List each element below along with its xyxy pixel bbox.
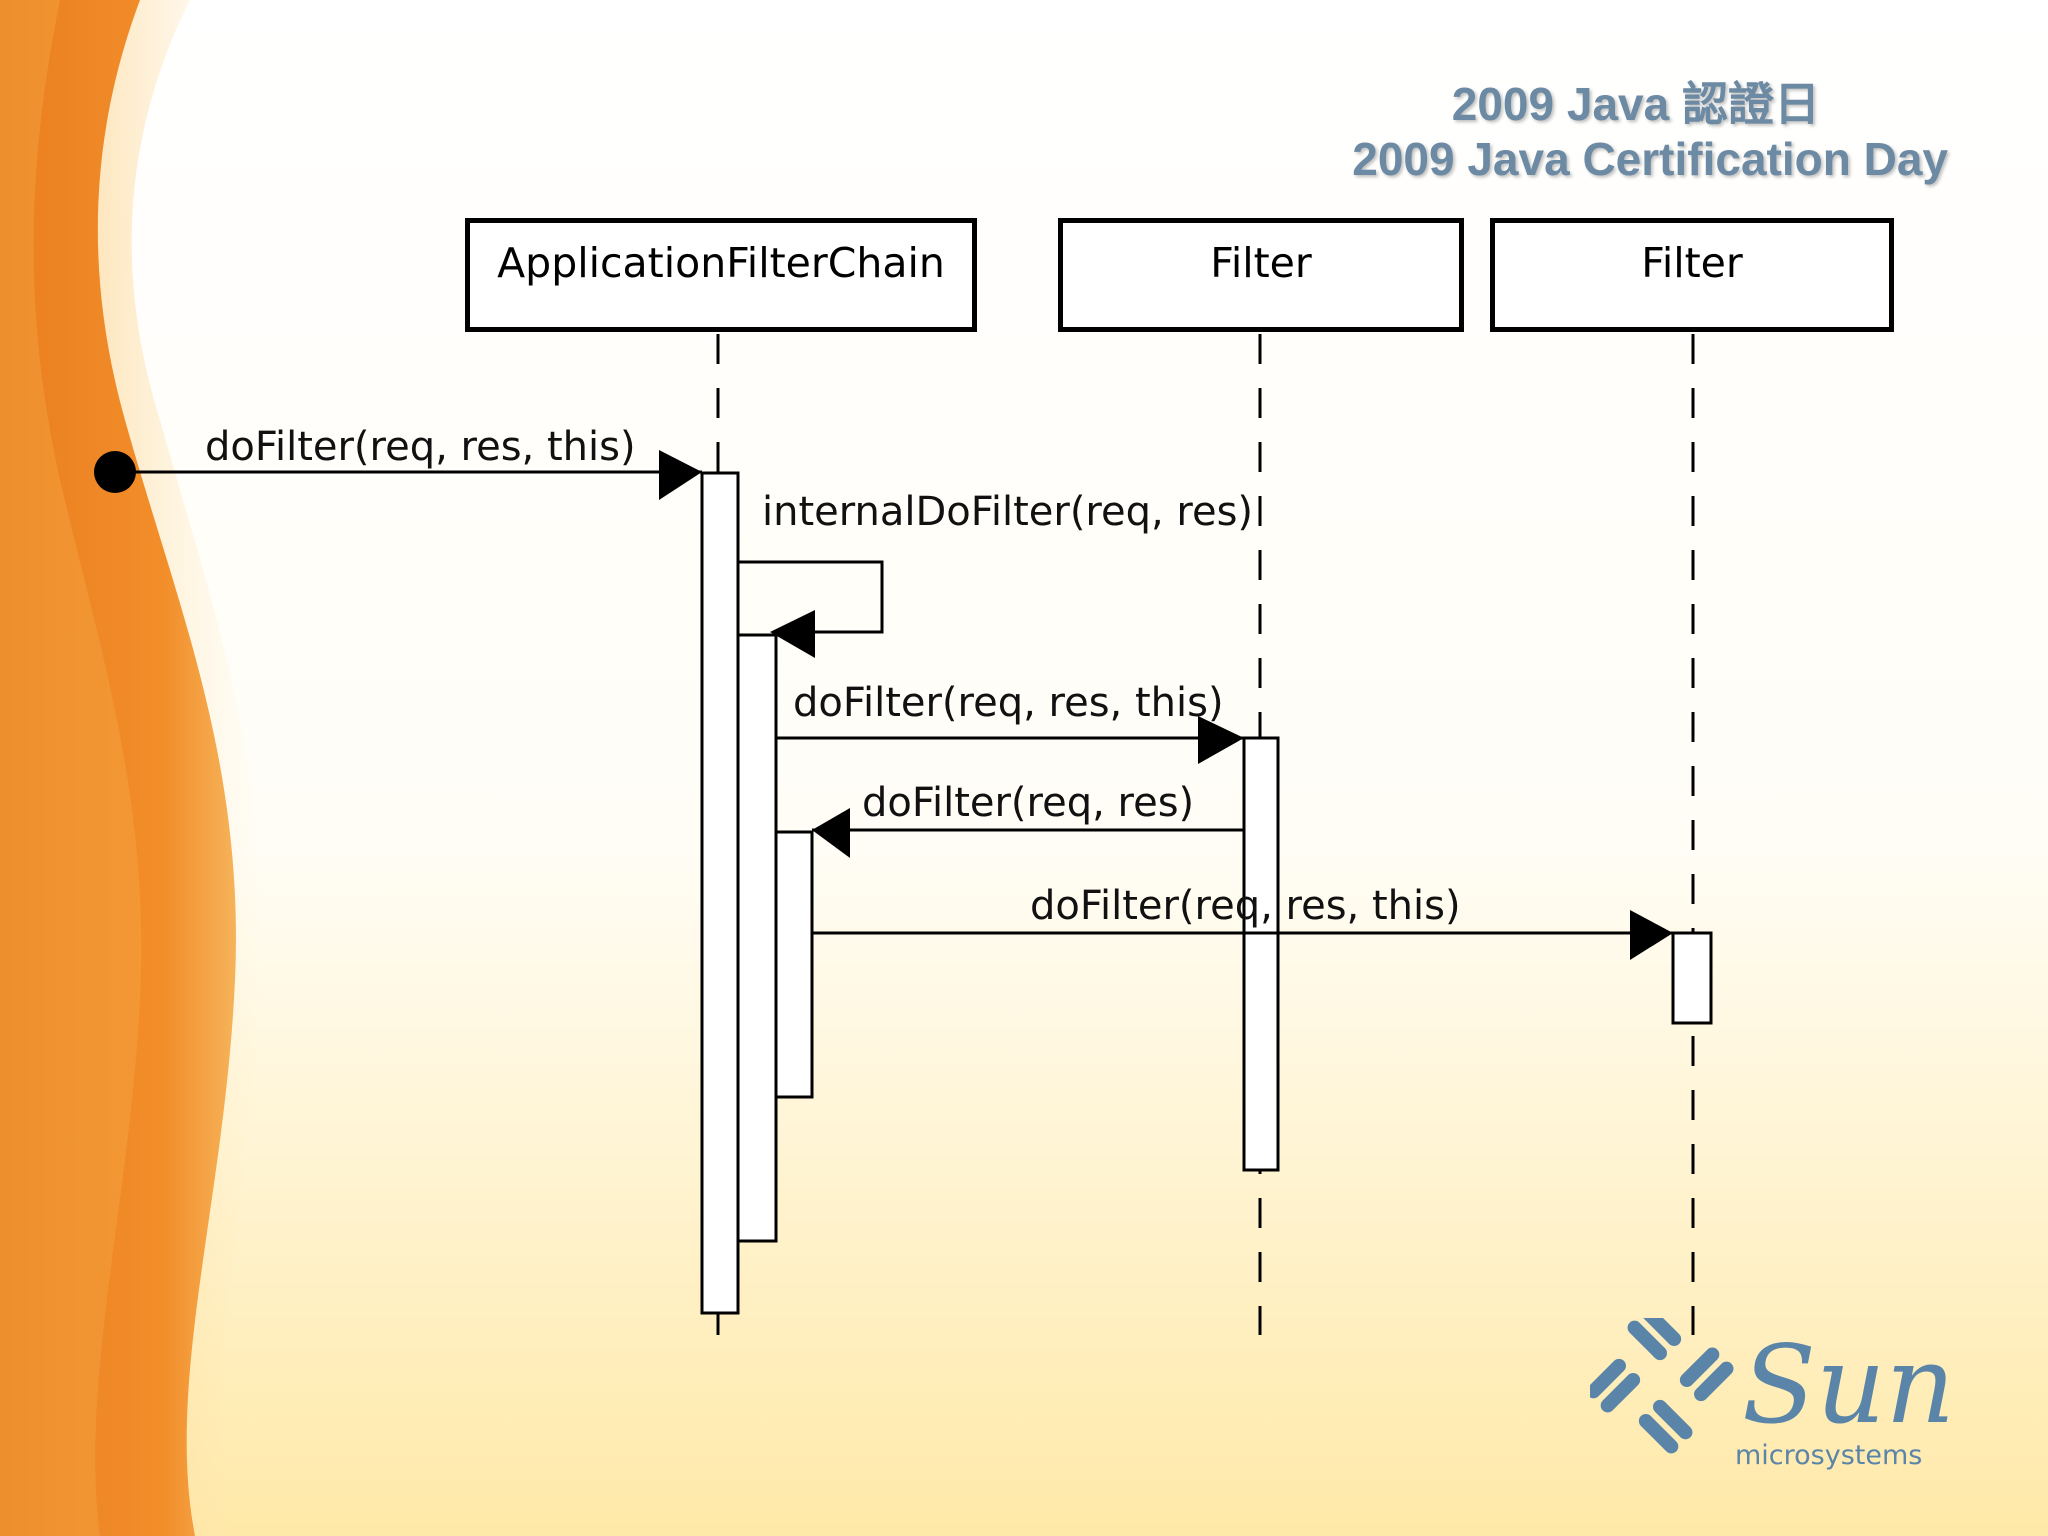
- lifeline-dashes: [716, 334, 1695, 1335]
- message-5-label: doFilter(req, res, this): [1030, 883, 1461, 929]
- message-3-label: doFilter(req, res, this): [793, 680, 1224, 726]
- sun-logo-emblem-icon: [1586, 1306, 1734, 1454]
- message-1-arrowhead: [659, 450, 702, 500]
- message-2-self-loop: [738, 560, 884, 634]
- message-1-label: doFilter(req, res, this): [205, 424, 636, 470]
- lifeline-filter-2: Filter: [1490, 218, 1894, 332]
- message-2-label: internalDoFilter(req, res): [762, 489, 1253, 535]
- sun-logo-wordmark: Sun: [1742, 1323, 1955, 1448]
- header-title-english: 2009 Java Certification Day: [1352, 133, 1948, 185]
- sun-logo-graphic: Sun microsystems: [1586, 1306, 1955, 1471]
- message-4-arrowhead: [812, 808, 850, 858]
- message-2-arrowhead: [770, 610, 815, 658]
- activation-chain-nested: [774, 830, 814, 1099]
- message-4-label: doFilter(req, res): [862, 780, 1194, 826]
- header-title-chinese: 2009 Java 認證日: [1451, 78, 1820, 130]
- lifeline-application-filter-chain: ApplicationFilterChain: [465, 218, 977, 332]
- lifeline-filter-1: Filter: [1058, 218, 1464, 332]
- activation-filter-2: [1671, 931, 1713, 1025]
- sun-microsystems-logo: Sun microsystems: [1586, 1306, 1960, 1478]
- sun-logo-subtitle: microsystems: [1735, 1440, 1922, 1471]
- activation-filter-1: [1242, 736, 1280, 1172]
- message-5-arrowhead: [1630, 910, 1673, 960]
- message-3-arrowhead: [1198, 716, 1244, 764]
- activation-chain-internal: [736, 633, 778, 1243]
- activation-chain-outer: [700, 471, 740, 1315]
